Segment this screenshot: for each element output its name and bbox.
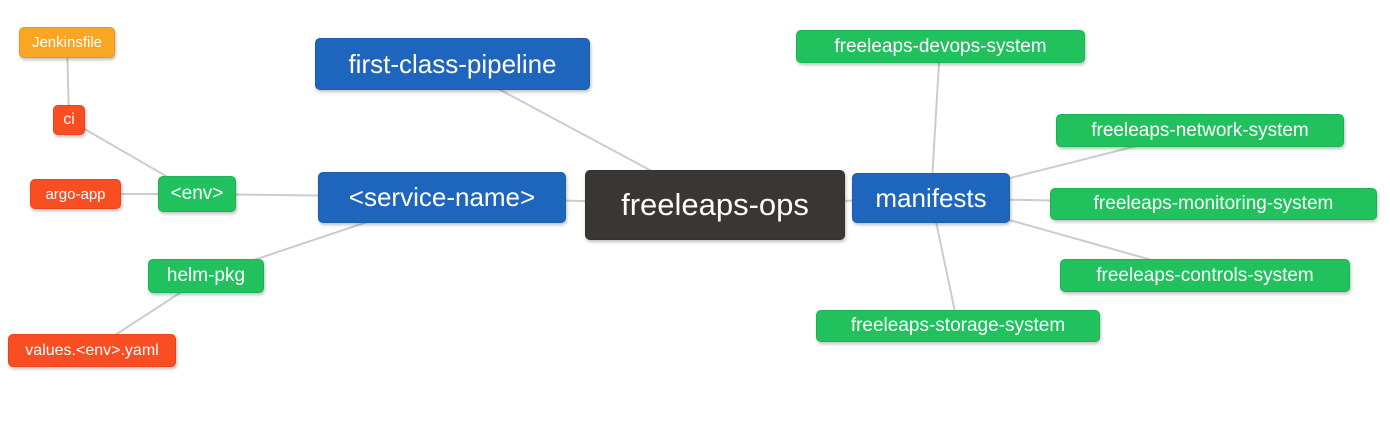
node-label: freeleaps-storage-system (850, 315, 1066, 336)
node-argo-app[interactable]: argo-app (30, 179, 121, 209)
node-jenkinsfile[interactable]: Jenkinsfile (19, 27, 115, 58)
node-freeleaps-ops-root[interactable]: freeleaps-ops (585, 170, 845, 240)
node-values-env-yaml[interactable]: values.<env>.yaml (8, 334, 176, 367)
node-first-class-pipeline[interactable]: first-class-pipeline (315, 38, 590, 90)
node-freeleaps-network-system[interactable]: freeleaps-network-system (1056, 114, 1344, 147)
node-service-name[interactable]: <service-name> (318, 172, 566, 223)
node-label: freeleaps-controls-system (1096, 264, 1314, 286)
node-label: <service-name> (348, 182, 536, 212)
node-label: ci (63, 111, 75, 128)
node-label: helm-pkg (166, 265, 246, 286)
node-label: manifests (875, 182, 987, 213)
edge-manifests-devops (930, 45, 941, 199)
node-env[interactable]: <env> (158, 176, 236, 212)
node-freeleaps-devops-system[interactable]: freeleaps-devops-system (796, 30, 1085, 63)
node-label: values.<env>.yaml (25, 341, 159, 359)
node-freeleaps-storage-system[interactable]: freeleaps-storage-system (816, 310, 1100, 342)
node-label: <env> (170, 183, 224, 204)
node-label: first-class-pipeline (348, 48, 557, 79)
node-freeleaps-controls-system[interactable]: freeleaps-controls-system (1060, 259, 1350, 292)
node-label: freeleaps-ops (621, 187, 809, 222)
node-label: Jenkinsfile (31, 34, 103, 51)
node-label: freeleaps-devops-system (834, 35, 1047, 57)
node-freeleaps-monitoring-system[interactable]: freeleaps-monitoring-system (1050, 188, 1377, 220)
node-label: freeleaps-monitoring-system (1093, 193, 1334, 214)
node-label: freeleaps-network-system (1091, 119, 1309, 141)
node-helm-pkg[interactable]: helm-pkg (148, 259, 264, 293)
node-ci[interactable]: ci (53, 105, 85, 135)
node-label: argo-app (45, 185, 106, 203)
node-manifests[interactable]: manifests (852, 173, 1010, 223)
